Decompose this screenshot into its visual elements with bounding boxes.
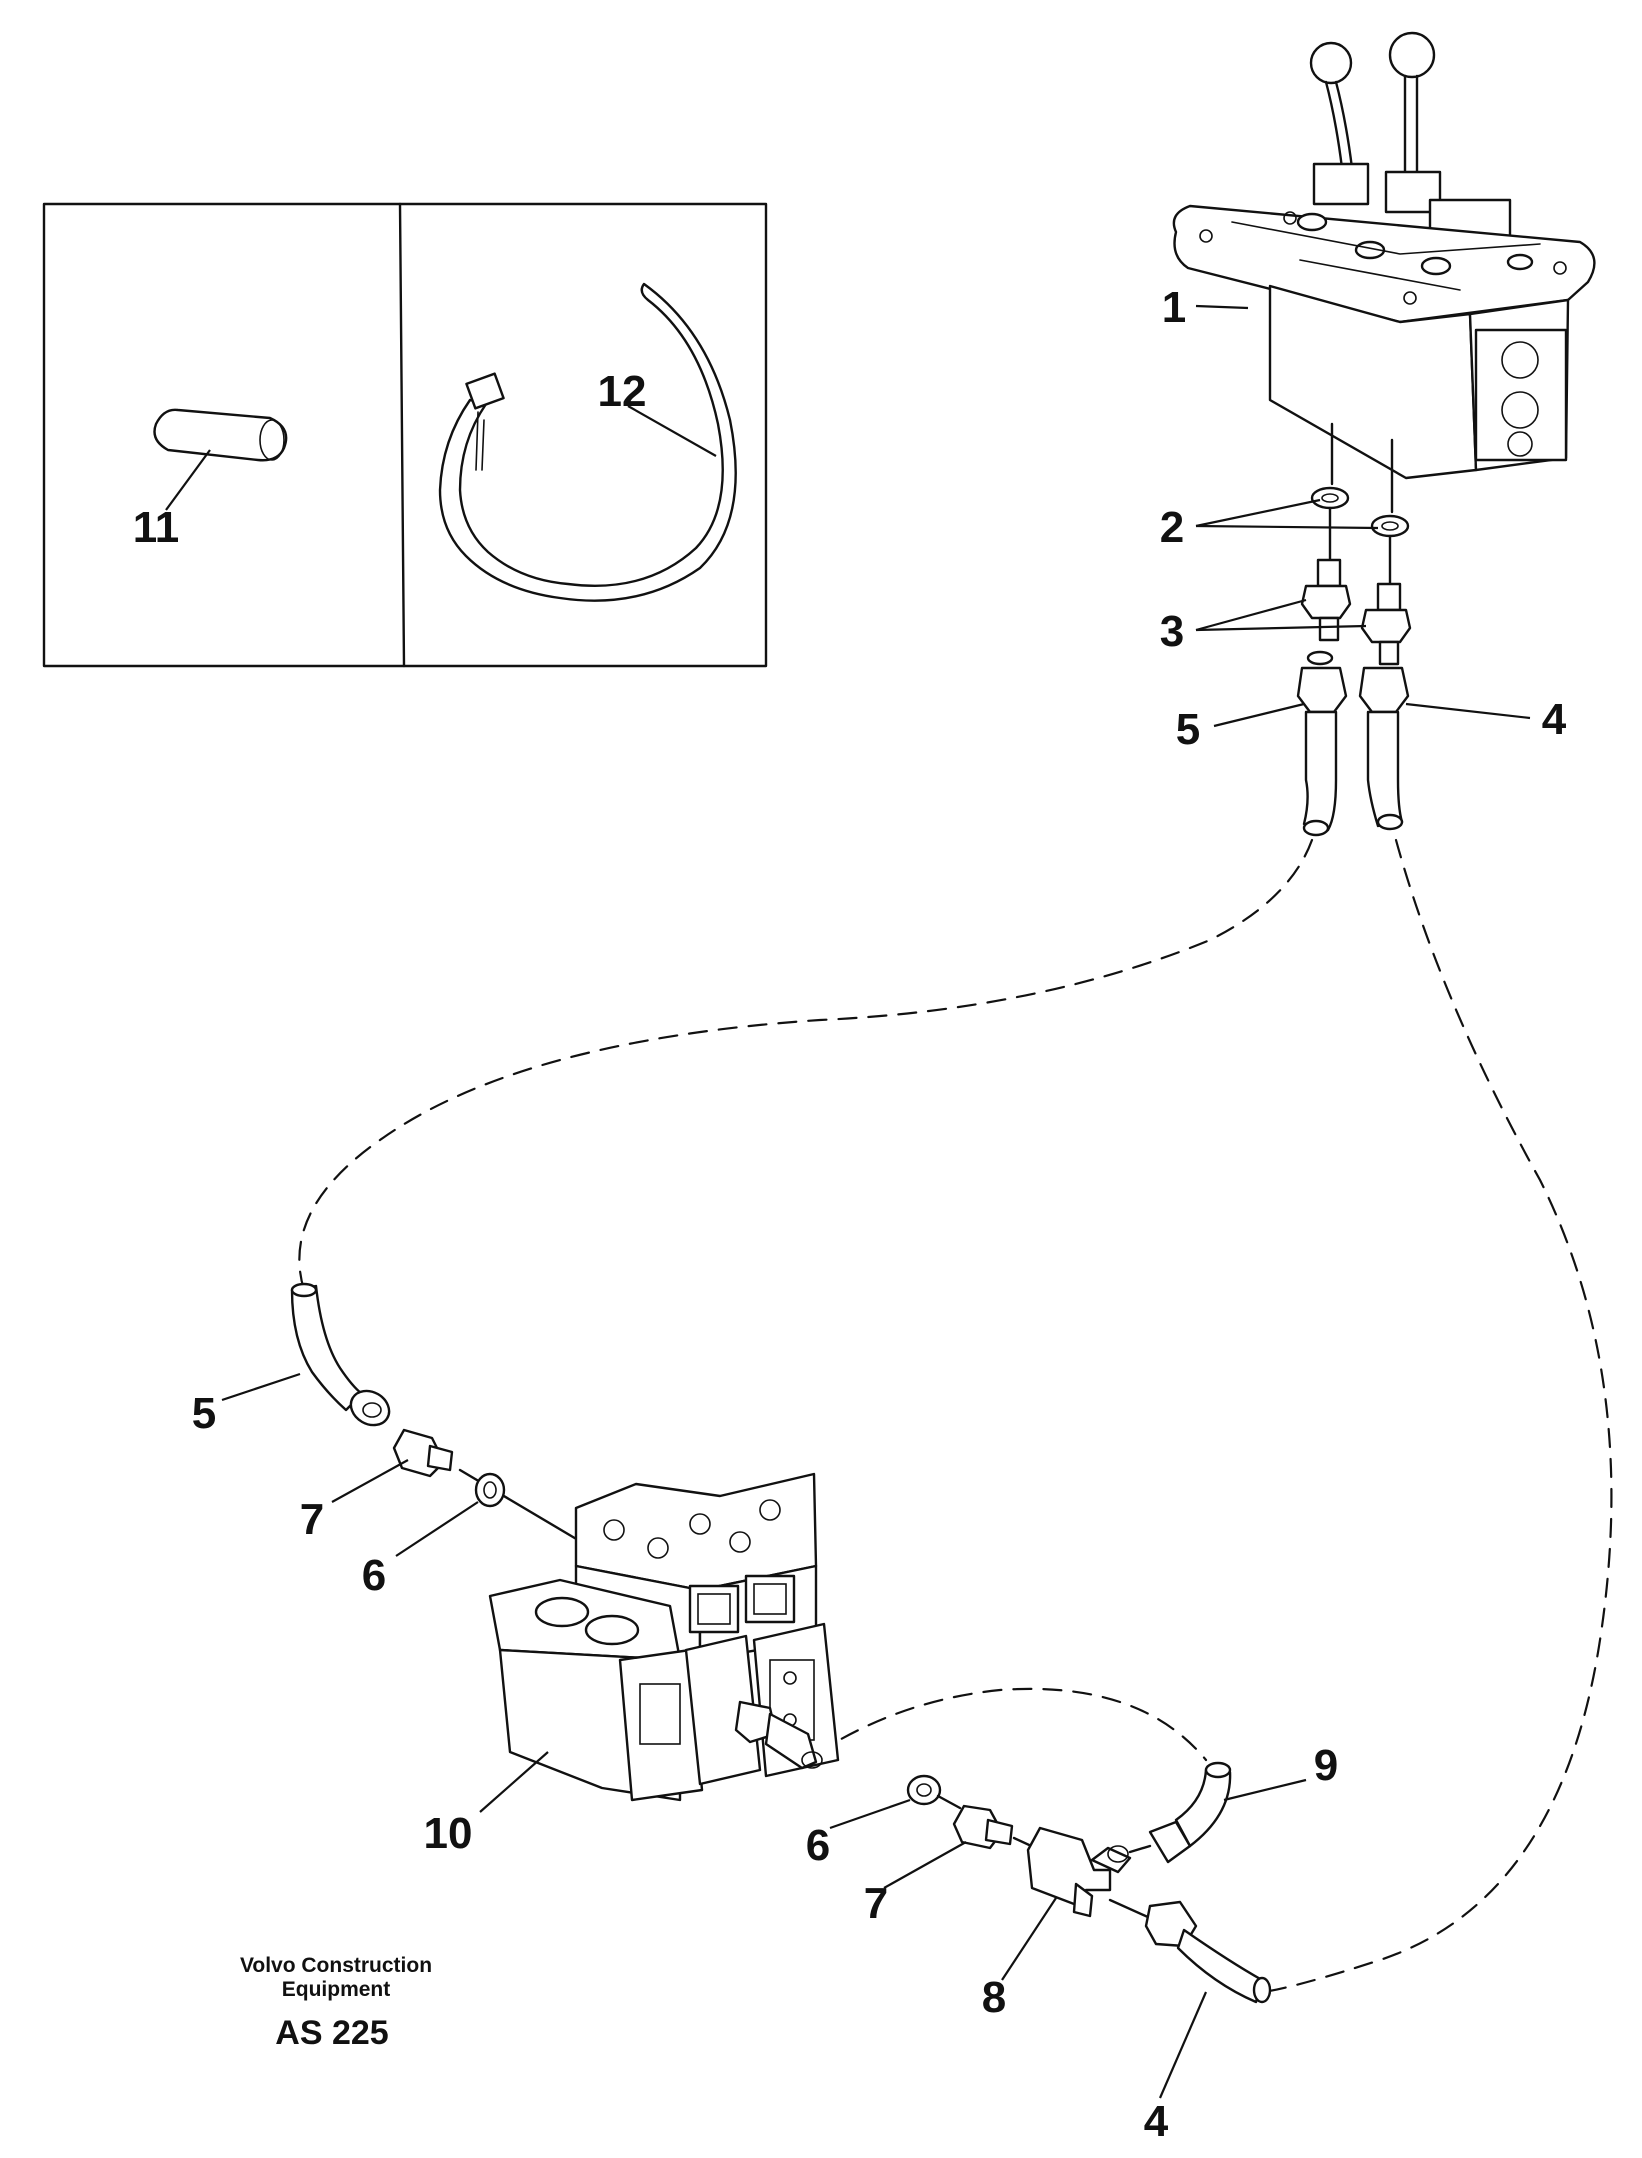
- sleeve-part-11: [153, 408, 288, 462]
- publisher-caption: Volvo Construction Equipment AS 225: [240, 1954, 432, 2052]
- hose-part-5-bottom: [290, 1282, 391, 1427]
- callout-5-left: 5: [192, 1389, 216, 1438]
- cable-tie-part-12: [438, 282, 737, 602]
- hose-part-4-bottom: [1144, 1900, 1272, 2004]
- hose-route-9: [814, 1687, 1208, 1762]
- callout-6-bottom: 6: [806, 1821, 830, 1870]
- callout-1: 1: [1162, 283, 1186, 332]
- caption-line-1: Volvo Construction: [240, 1954, 432, 1977]
- callout-11: 11: [133, 503, 180, 552]
- washer-part-6-left: [474, 1472, 506, 1508]
- diagram-code: AS 225: [275, 2014, 388, 2052]
- callout-2: 2: [1160, 503, 1184, 552]
- washer-part-6-bottom: [906, 1774, 962, 1810]
- hose-part-4-top: [1358, 666, 1410, 831]
- adapter-part-7-left: [392, 1428, 580, 1542]
- inset-panel: [42, 202, 768, 668]
- main-control-valve-part-10: [488, 1472, 840, 1802]
- callout-10: 10: [424, 1809, 473, 1858]
- hose-part-9: [1148, 1761, 1232, 1864]
- callout-6-left: 6: [362, 1551, 386, 1600]
- callout-5-top: 5: [1176, 705, 1200, 754]
- leader-lines: [165, 304, 1531, 2099]
- inset-frame: [42, 202, 768, 668]
- tee-fitting-part-8: [1026, 1826, 1152, 1920]
- washers-part-2: [1310, 486, 1410, 586]
- adapters-part-3: [1300, 558, 1412, 666]
- callout-8: 8: [982, 1973, 1006, 2022]
- callout-7-bottom: 7: [864, 1879, 888, 1928]
- callout-12: 12: [598, 367, 647, 416]
- hose-route-5: [298, 838, 1314, 1292]
- adapter-part-7-bottom: [952, 1804, 1042, 1852]
- hose-route-4: [1262, 838, 1613, 1994]
- callout-4-bottom: 4: [1144, 2097, 1169, 2146]
- callout-4-top: 4: [1542, 695, 1567, 744]
- caption-line-2: Equipment: [282, 1978, 391, 2001]
- inset-divider: [398, 202, 406, 668]
- callout-7-left: 7: [300, 1495, 324, 1544]
- callout-labels: 1 2 3 5 4 5 7 6 10 6 7 8 9 4 11 12: [133, 283, 1567, 2146]
- callout-3: 3: [1160, 607, 1184, 656]
- pilot-control-valve-part-1: [1172, 31, 1596, 514]
- hose-part-5-top: [1296, 650, 1348, 837]
- callout-9: 9: [1314, 1741, 1338, 1790]
